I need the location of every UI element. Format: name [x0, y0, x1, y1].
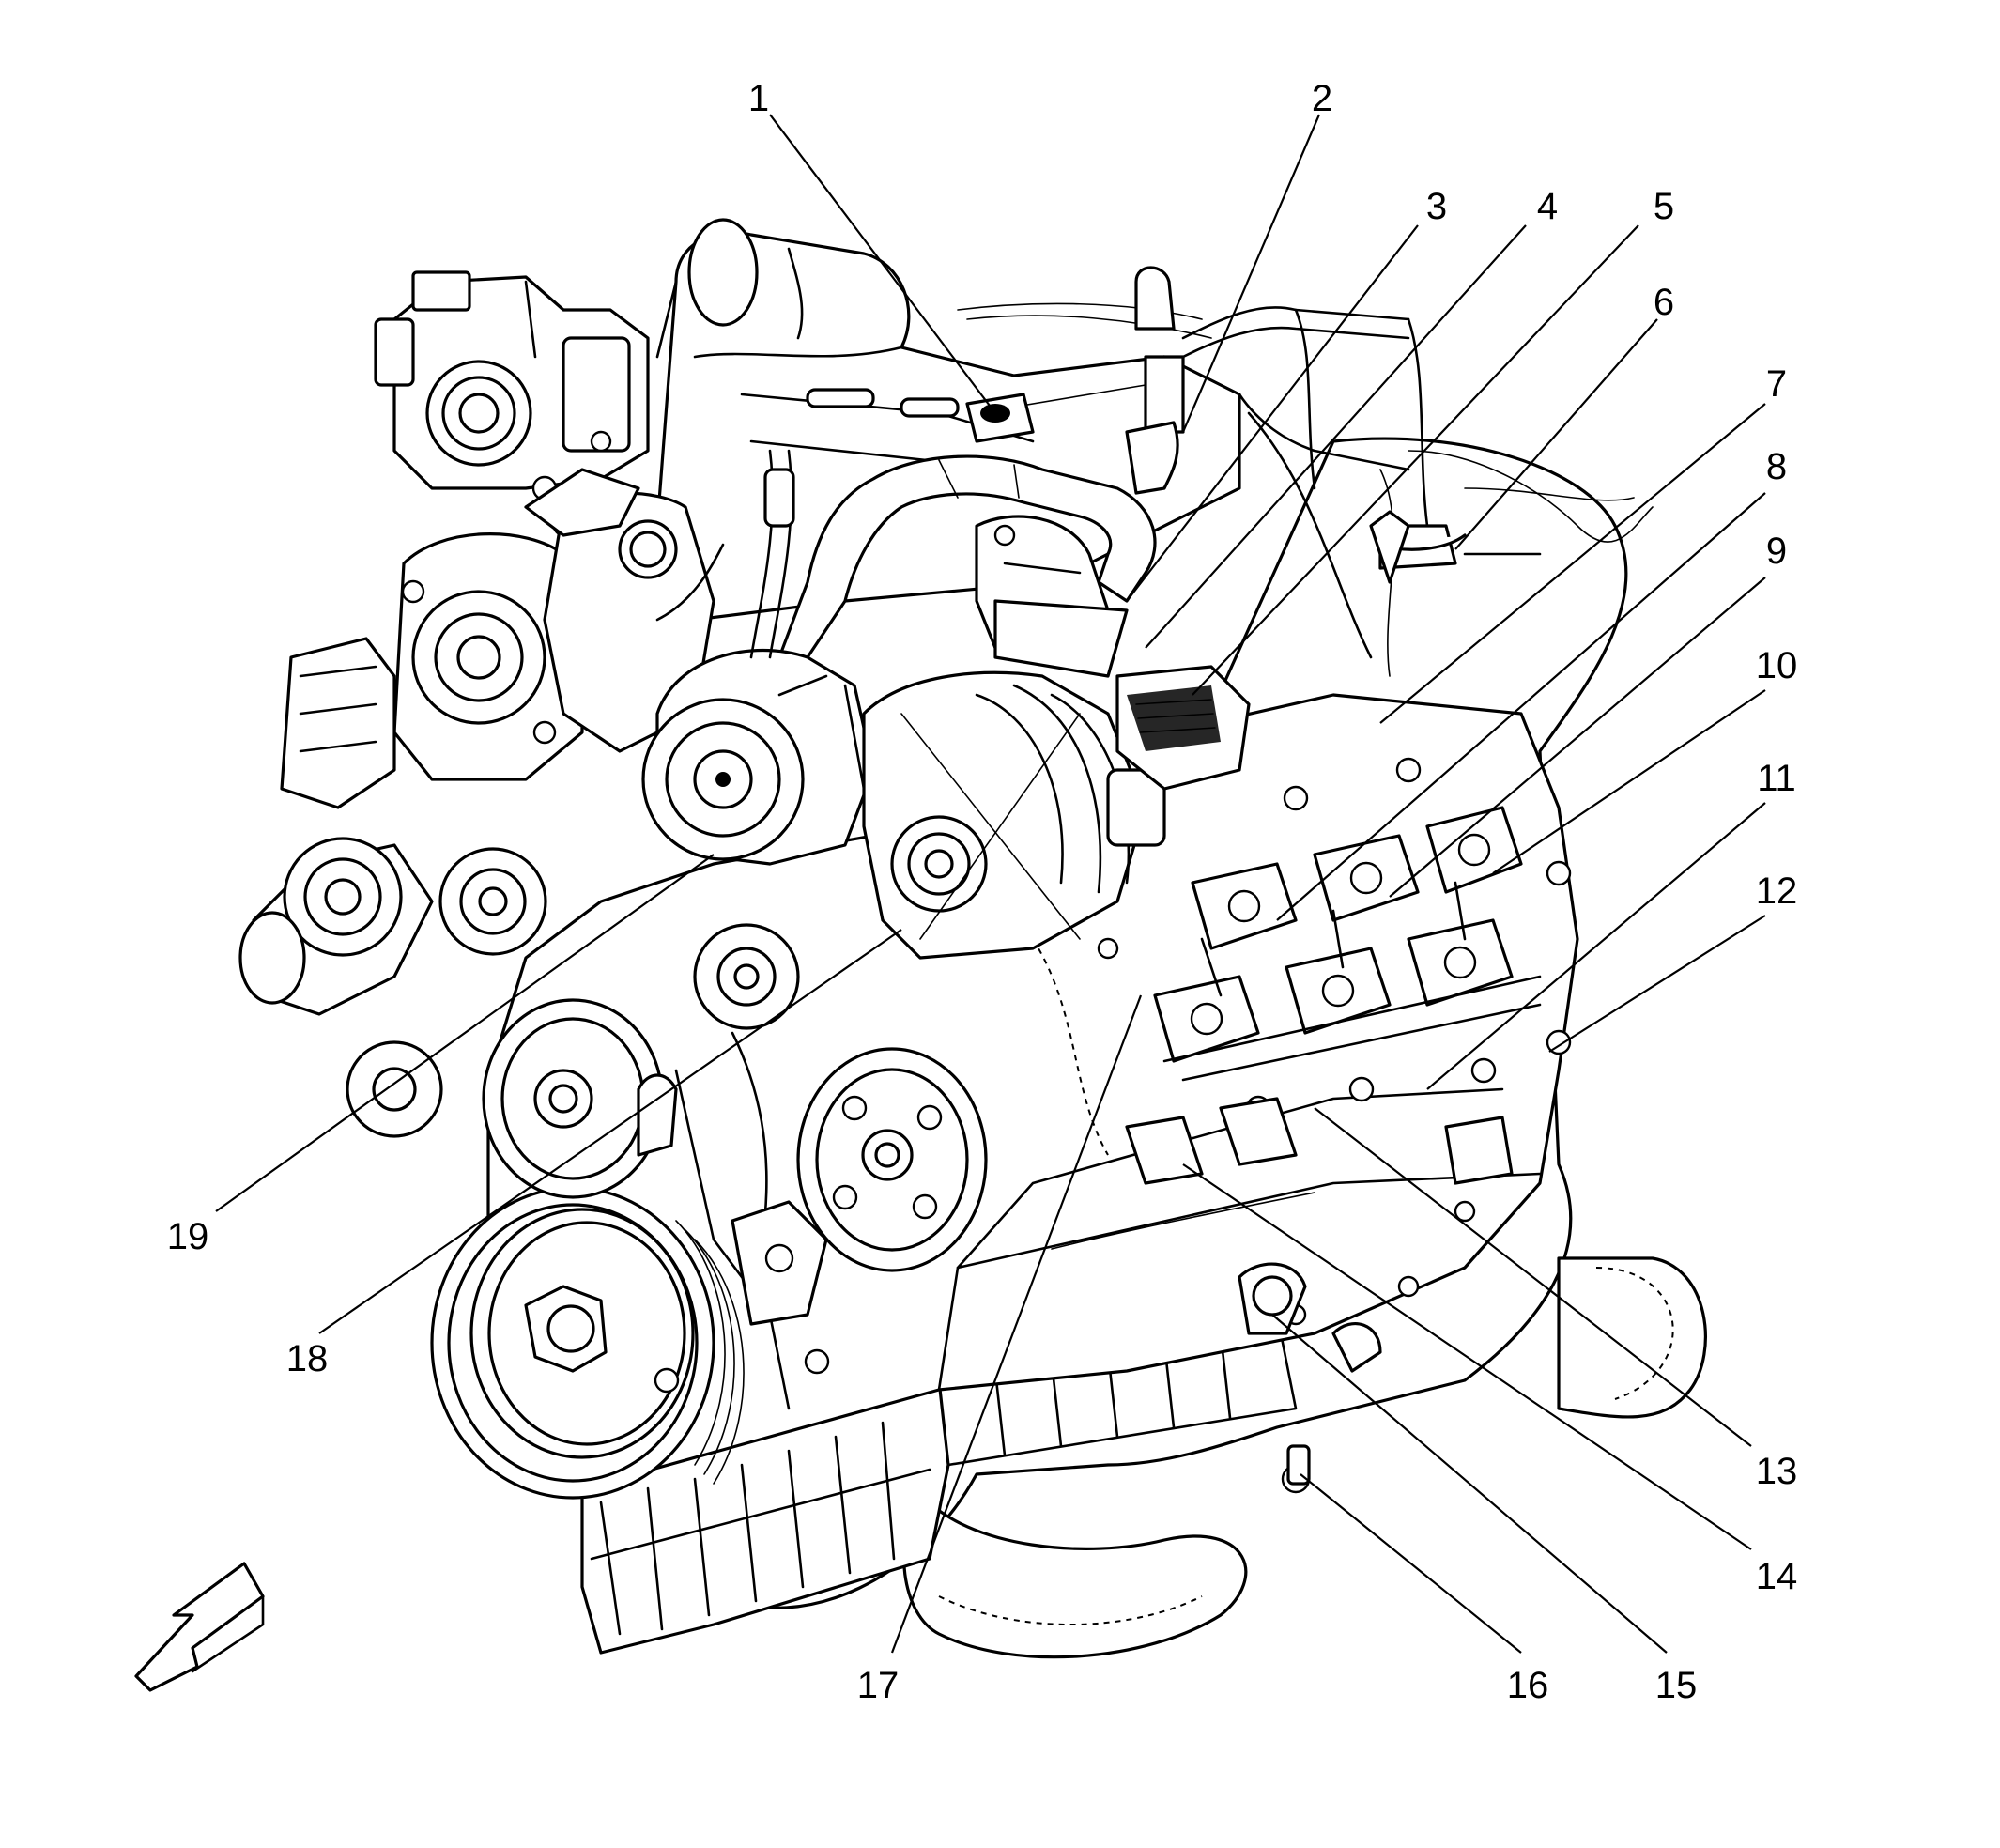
- fan-pulley-bracket: [280, 532, 584, 809]
- callout-19: 19: [167, 1216, 209, 1257]
- callout-18: 18: [286, 1338, 329, 1379]
- leader-19: [215, 854, 715, 1212]
- harness-connector-block: [1115, 665, 1251, 791]
- callout-15: 15: [1655, 1665, 1698, 1706]
- callout-14: 14: [1756, 1556, 1798, 1597]
- leader-16: [1300, 1473, 1522, 1654]
- generator: [862, 670, 1166, 960]
- callout-3: 3: [1426, 186, 1447, 227]
- leader-7: [1379, 403, 1766, 724]
- power-steering-pump: [482, 998, 678, 1199]
- callout-11: 11: [1757, 758, 1796, 799]
- exhaust-elbow: [975, 515, 1129, 678]
- callout-5: 5: [1654, 186, 1674, 227]
- valve-cover-bolts: [1097, 757, 1572, 1373]
- leader-8: [1276, 492, 1766, 921]
- callout-4: 4: [1537, 186, 1558, 227]
- callout-1: 1: [748, 78, 769, 119]
- leader-3: [1126, 224, 1419, 602]
- callout-2: 2: [1312, 78, 1332, 119]
- idler-pulleys: [693, 923, 988, 1272]
- front-cover: [654, 1031, 1307, 1410]
- leader-11: [1426, 802, 1766, 1090]
- leader-14: [1182, 1163, 1752, 1550]
- injector-row: [1125, 806, 1542, 1185]
- leader-6: [1454, 318, 1658, 550]
- leader-5: [1192, 224, 1639, 696]
- callout-labels: 1 2 3 4 5 6 7 8 9 10 11 12 13 14 15 16 1…: [167, 78, 1798, 1706]
- callout-17: 17: [857, 1665, 900, 1706]
- callout-10: 10: [1756, 645, 1798, 686]
- leader-9: [1389, 577, 1766, 898]
- leader-15: [1271, 1314, 1668, 1654]
- callout-leader-lines: [215, 114, 1766, 1654]
- leader-17: [890, 994, 1143, 1654]
- leader-12: [1548, 915, 1766, 1053]
- callout-7: 7: [1766, 363, 1787, 405]
- callout-9: 9: [1766, 531, 1787, 572]
- callout-8: 8: [1766, 446, 1787, 487]
- engine-illustration: [134, 218, 1707, 1692]
- leader-10: [1492, 689, 1766, 874]
- ac-compressor: [641, 648, 875, 866]
- leader-2: [1181, 114, 1321, 433]
- front-direction-arrow-icon: [134, 1562, 265, 1692]
- callout-16: 16: [1507, 1665, 1549, 1706]
- leader-4: [1145, 224, 1527, 649]
- callout-13: 13: [1756, 1451, 1798, 1492]
- belt-tensioner: [238, 837, 547, 1138]
- callout-6: 6: [1654, 282, 1674, 323]
- leader-13: [1314, 1107, 1752, 1447]
- throttle-body: [374, 270, 650, 537]
- leader-18: [318, 929, 902, 1334]
- leader-1: [769, 114, 996, 414]
- oil-level-indicator-cap: [763, 468, 795, 528]
- callout-12: 12: [1756, 870, 1798, 912]
- oil-pan: [580, 1313, 1311, 1655]
- crankshaft-balancer: [430, 1186, 745, 1500]
- top-sensors: [965, 393, 1410, 584]
